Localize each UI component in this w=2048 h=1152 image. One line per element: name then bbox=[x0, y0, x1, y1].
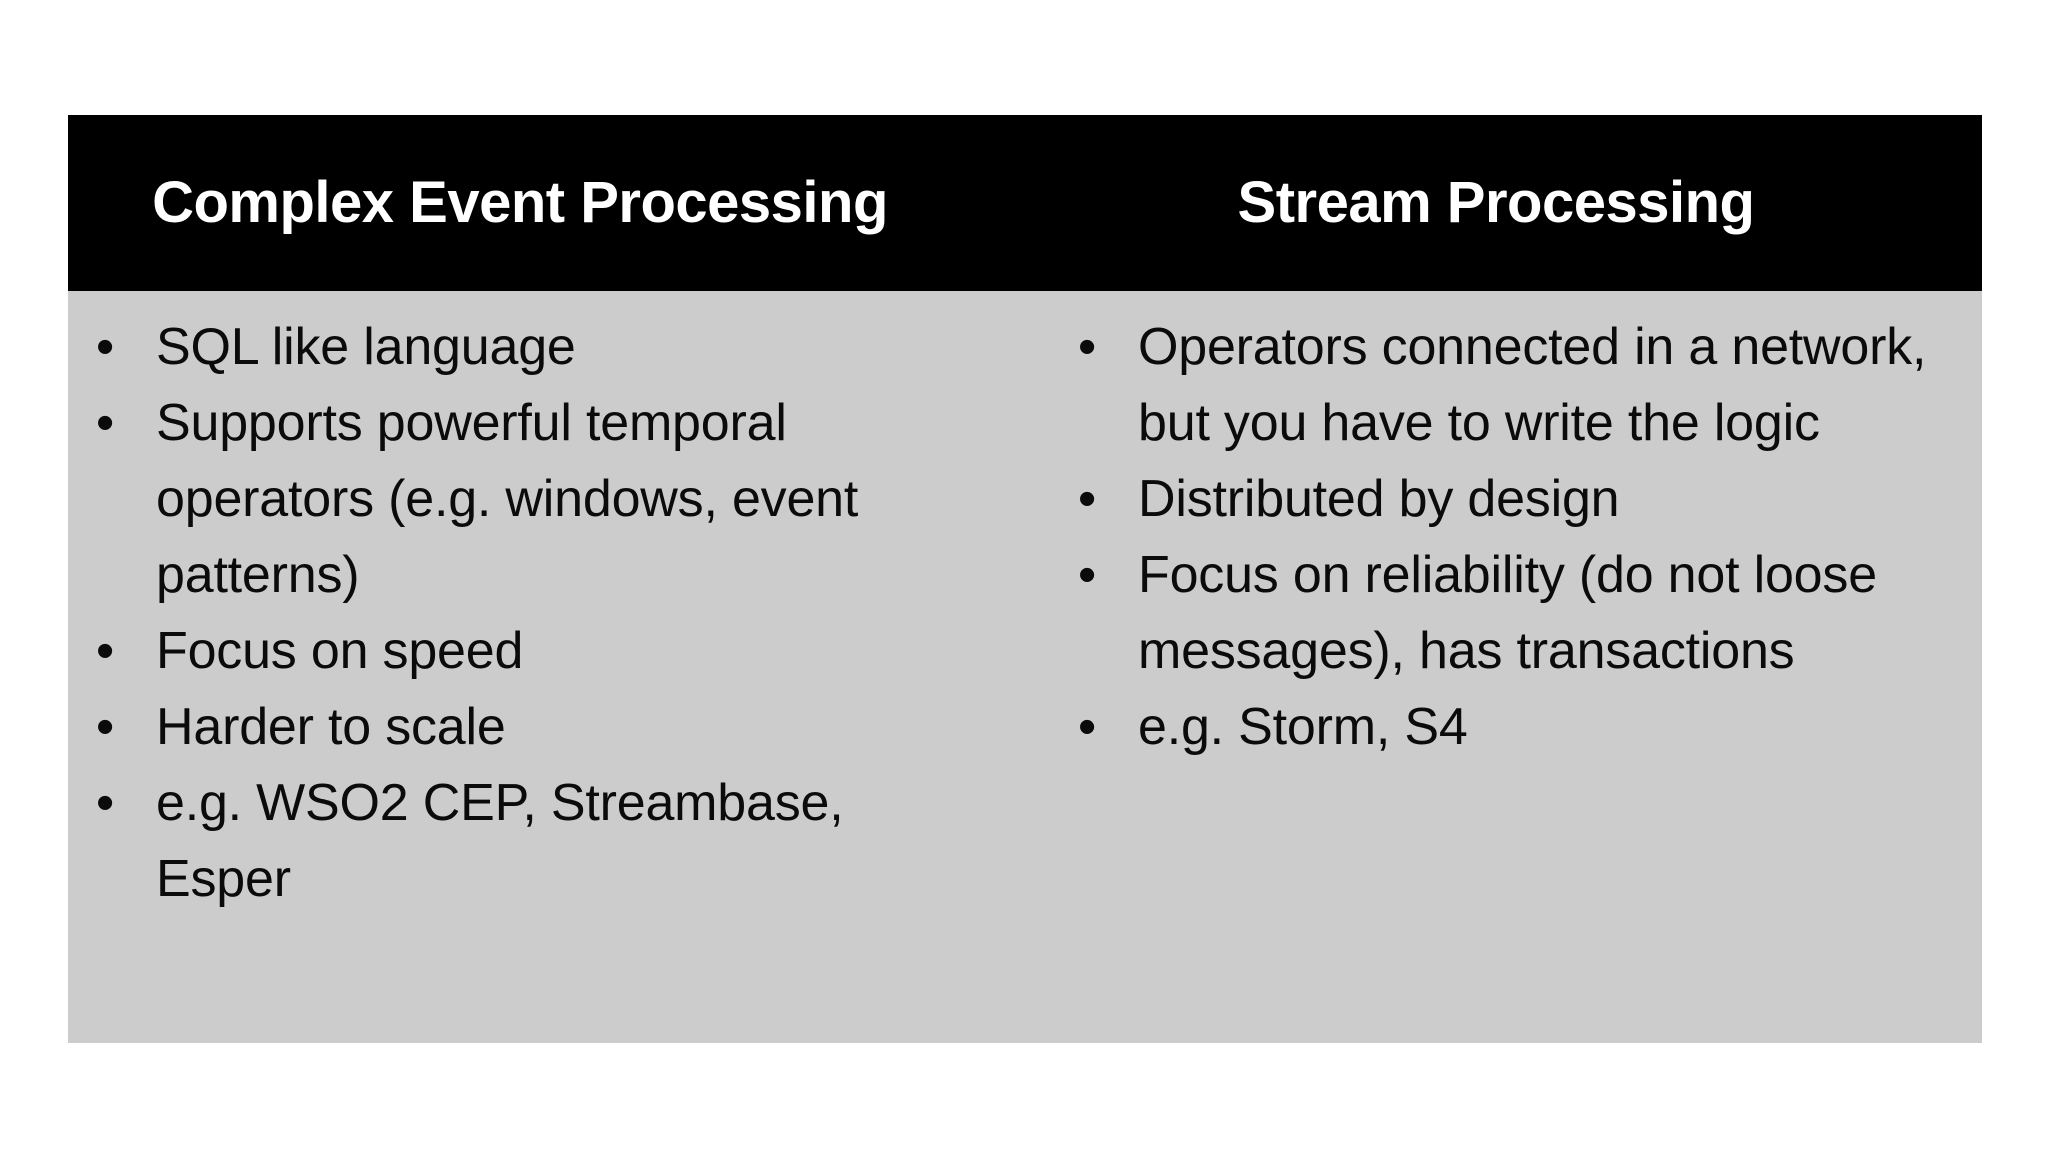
list-item: • Operators connected in a network, but … bbox=[1066, 309, 1952, 461]
list-item: • SQL like language bbox=[84, 309, 970, 385]
column-header-complex-event-processing: Complex Event Processing bbox=[152, 169, 888, 235]
list-item: • e.g. Storm, S4 bbox=[1066, 689, 1952, 765]
list-item-label: Distributed by design bbox=[1138, 470, 1620, 528]
list-item: • Focus on speed bbox=[84, 613, 970, 689]
bullet-icon: • bbox=[1078, 470, 1097, 528]
bullet-icon: • bbox=[96, 394, 115, 452]
list-item-label: Harder to scale bbox=[156, 698, 506, 756]
bullet-icon: • bbox=[96, 318, 115, 376]
comparison-table: Complex Event Processing Stream Processi… bbox=[68, 115, 1982, 1043]
list-item: • Supports powerful temporal operators (… bbox=[84, 385, 970, 613]
table-body-row: • SQL like language • Supports powerful … bbox=[68, 291, 1982, 1043]
table-header-row: Complex Event Processing Stream Processi… bbox=[68, 115, 1982, 291]
bullet-icon: • bbox=[1078, 318, 1097, 376]
list-item: • e.g. WSO2 CEP, Streambase, Esper bbox=[84, 765, 970, 917]
list-item-label: Operators connected in a network, but yo… bbox=[1138, 318, 1927, 452]
column-body-complex-event-processing: • SQL like language • Supports powerful … bbox=[68, 291, 1010, 1043]
bullet-icon: • bbox=[96, 622, 115, 680]
bullet-list-stream-processing: • Operators connected in a network, but … bbox=[1066, 309, 1952, 765]
bullet-icon: • bbox=[96, 698, 115, 756]
list-item: • Harder to scale bbox=[84, 689, 970, 765]
list-item-label: Focus on speed bbox=[156, 622, 524, 680]
bullet-icon: • bbox=[96, 774, 115, 832]
column-header-stream-processing: Stream Processing bbox=[1237, 169, 1755, 235]
list-item: • Focus on reliability (do not loose mes… bbox=[1066, 537, 1952, 689]
column-body-stream-processing: • Operators connected in a network, but … bbox=[1010, 291, 1982, 1043]
list-item-label: Supports powerful temporal operators (e.… bbox=[156, 394, 859, 604]
list-item-label: Focus on reliability (do not loose messa… bbox=[1138, 546, 1877, 680]
list-item-label: SQL like language bbox=[156, 318, 576, 376]
list-item-label: e.g. Storm, S4 bbox=[1138, 698, 1468, 756]
list-item: • Distributed by design bbox=[1066, 461, 1952, 537]
bullet-list-complex-event-processing: • SQL like language • Supports powerful … bbox=[84, 309, 970, 917]
bullet-icon: • bbox=[1078, 546, 1097, 604]
list-item-label: e.g. WSO2 CEP, Streambase, Esper bbox=[156, 774, 844, 908]
bullet-icon: • bbox=[1078, 698, 1097, 756]
